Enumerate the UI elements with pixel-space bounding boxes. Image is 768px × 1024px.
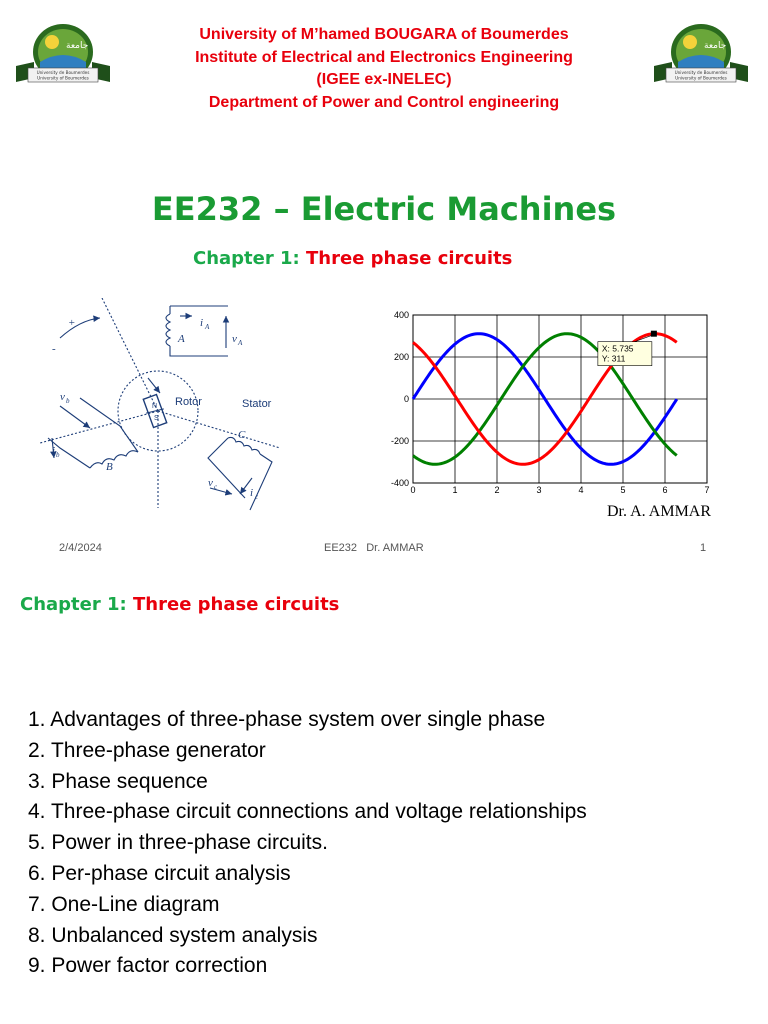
logo-caption-1: University de Boumerdes (675, 70, 728, 75)
datatip-box (597, 341, 653, 366)
outline-item: 2. Three-phase generator (28, 738, 266, 762)
institution-header: University of M’hamed BOUGARA of Boumerd… (120, 24, 648, 114)
diagram-label-ib-sub: b (56, 451, 60, 459)
footer-page-number: 1 (700, 542, 707, 554)
chapter-outline: 1. Advantages of three-phase system over… (28, 705, 587, 982)
x-tick-label: 1 (452, 485, 457, 495)
slide-1: ﺟﺎﻣﻌﺔ University de Boumerdes University… (16, 24, 748, 554)
x-tick-label: 3 (536, 485, 541, 495)
diagram-label-stator: Stator (242, 398, 272, 410)
logo-caption-2: University of Boumerdes (675, 76, 727, 81)
header-institute: Institute of Electrical and Electronics … (195, 48, 573, 66)
three-phase-machine-diagram: + - A B C i A v A v b i b v c i c Rotor … (40, 298, 281, 511)
chart-y-ticks: 400 200 0 -200 -400 (391, 310, 409, 488)
chapter-prefix: Chapter 1: (193, 248, 300, 269)
x-tick-label: 5 (620, 485, 625, 495)
chart-x-ticks: 0 1 2 3 4 5 6 7 (410, 485, 709, 495)
diagram-label-s: S (154, 415, 159, 422)
diagram-label-c: C (238, 429, 246, 441)
chart-grid (413, 315, 707, 483)
chapter-heading: Chapter 1: Three phase circuits (193, 248, 512, 269)
x-tick-label: 4 (578, 485, 583, 495)
chapter-name: Three phase circuits (133, 594, 340, 615)
chapter-name: Three phase circuits (306, 248, 513, 269)
logo-caption-1: University de Boumerdes (37, 70, 90, 75)
diagram-label-ic: i (250, 487, 253, 499)
diagram-label-vc-sub: c (214, 483, 218, 491)
chapter-heading-slide-2: Chapter 1: Three phase circuits (20, 594, 339, 615)
footer-course: EE232 Dr. AMMAR (324, 542, 424, 554)
svg-text:ﺟﺎﻣﻌﺔ: ﺟﺎﻣﻌﺔ (704, 41, 726, 51)
diagram-label-b: B (106, 461, 113, 473)
diagram-label-a: A (177, 333, 185, 345)
author-name: Dr. A. AMMAR (607, 503, 712, 520)
series-line-1 (411, 332, 679, 466)
outline-item: 4. Three-phase circuit connections and v… (28, 800, 587, 824)
diagram-label-n: N (152, 403, 157, 410)
outline-item: 9. Power factor correction (28, 954, 268, 978)
diagram-label-rotor: Rotor (175, 396, 202, 408)
chapter-prefix: Chapter 1: (20, 594, 127, 615)
university-logo-right: ﺟﺎﻣﻌﺔ University de Boumerdes University… (654, 24, 748, 83)
y-tick-label: 200 (394, 352, 409, 362)
x-tick-label: 0 (410, 485, 415, 495)
series-line-2 (412, 332, 678, 466)
diagram-label-va-sub: A (237, 339, 243, 347)
svg-text:ﺟﺎﻣﻌﺔ: ﺟﺎﻣﻌﺔ (66, 41, 88, 51)
diagram-label-vc: v (208, 477, 213, 489)
diagram-label-ib: i (52, 445, 55, 457)
logo-caption-2: University of Boumerdes (37, 76, 89, 81)
datatip-y-label: Y: 311 (602, 354, 626, 364)
y-tick-label: 0 (404, 394, 409, 404)
x-tick-label: 2 (494, 485, 499, 495)
y-tick-label: 400 (394, 310, 409, 320)
outline-item: 7. One-Line diagram (28, 892, 220, 916)
header-university: University of M’hamed BOUGARA of Boumerd… (199, 26, 569, 43)
outline-item: 5. Power in three-phase circuits. (28, 831, 328, 855)
diagram-label-vb-sub: b (66, 397, 70, 405)
diagram-label-ia: i (200, 317, 203, 329)
y-tick-label: -400 (391, 478, 409, 488)
outline-item: 6. Per-phase circuit analysis (28, 861, 291, 885)
datatip-x-label: X: 5.735 (602, 344, 634, 354)
x-tick-label: 6 (662, 485, 667, 495)
diagram-label-minus: - (52, 343, 56, 355)
diagram-label-ia-sub: A (204, 323, 210, 331)
outline-item: 8. Unbalanced system analysis (28, 923, 318, 947)
header-igee: (IGEE ex-INELEC) (316, 71, 452, 88)
datatip-marker (650, 330, 657, 337)
outline-item: 3. Phase sequence (28, 769, 208, 793)
diagram-label-vb: v (60, 391, 65, 403)
course-title: EE232 – Electric Machines (151, 190, 617, 228)
university-logo-left: ﺟﺎﻣﻌﺔ University de Boumerdes University… (16, 24, 110, 83)
outline-item: 1. Advantages of three-phase system over… (28, 708, 546, 731)
diagram-label-plus: + (68, 317, 75, 329)
diagram-label-va: v (232, 333, 237, 345)
y-tick-label: -200 (391, 436, 409, 446)
x-tick-label: 7 (704, 485, 709, 495)
footer-date: 2/4/2024 (59, 542, 102, 554)
header-department: Department of Power and Control engineer… (208, 93, 560, 111)
diagram-label-ic-sub: c (255, 493, 259, 501)
